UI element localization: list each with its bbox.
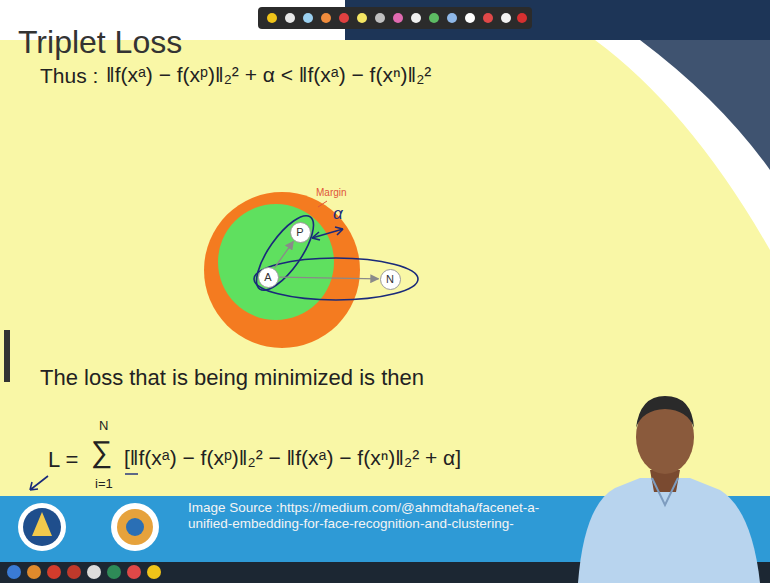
embedding-point: P [290, 222, 311, 243]
slide-title: Triplet Loss [18, 24, 182, 61]
hand-pointer [30, 476, 48, 490]
toolbar-icons [267, 13, 527, 23]
point-label: N [386, 274, 394, 285]
body-text: The loss that is being minimized is then [40, 365, 424, 390]
dark-swoosh [640, 40, 770, 170]
image-source: Image Source :https://medium.com/@ahmdta… [188, 500, 560, 531]
formula: ‖f(xᵃ) − f(xᵖ)‖₂² + α < ‖f(xᵃ) − f(xⁿ)‖₂… [106, 63, 431, 87]
formula-lead: Thus : [40, 64, 98, 88]
institute-logo [18, 503, 66, 551]
margin-leader [318, 201, 327, 207]
formula: L = [48, 447, 78, 472]
pen-toolbar [258, 7, 532, 29]
point-label: A [264, 272, 271, 283]
program-logo [111, 503, 159, 551]
margin-label: Margin [316, 187, 347, 199]
formula: [‖f(xᵃ) − f(xᵖ)‖₂² − ‖f(xᵃ) − f(xⁿ)‖₂² +… [124, 446, 461, 470]
sum-limit: i=1 [95, 477, 113, 492]
white-swoosh [595, 40, 770, 250]
hand-ellipse [247, 208, 324, 298]
positive-region [218, 204, 334, 320]
margin-circle [204, 192, 360, 348]
hand-ellipse [254, 258, 418, 300]
side-bracket [4, 330, 10, 382]
presenter [578, 396, 760, 583]
sum-limit: N [99, 419, 108, 434]
embedding-point: N [380, 269, 401, 290]
sum-symbol: ∑ [91, 435, 112, 470]
hand-underline [125, 473, 138, 474]
point-label: P [296, 227, 303, 238]
hand-arrowheads [312, 227, 343, 240]
connector-arrow [275, 241, 294, 267]
embedding-point: A [258, 267, 279, 288]
hand-annotation: α [333, 204, 343, 224]
taskbar-icons [7, 565, 161, 579]
connector-arrow [279, 277, 378, 279]
